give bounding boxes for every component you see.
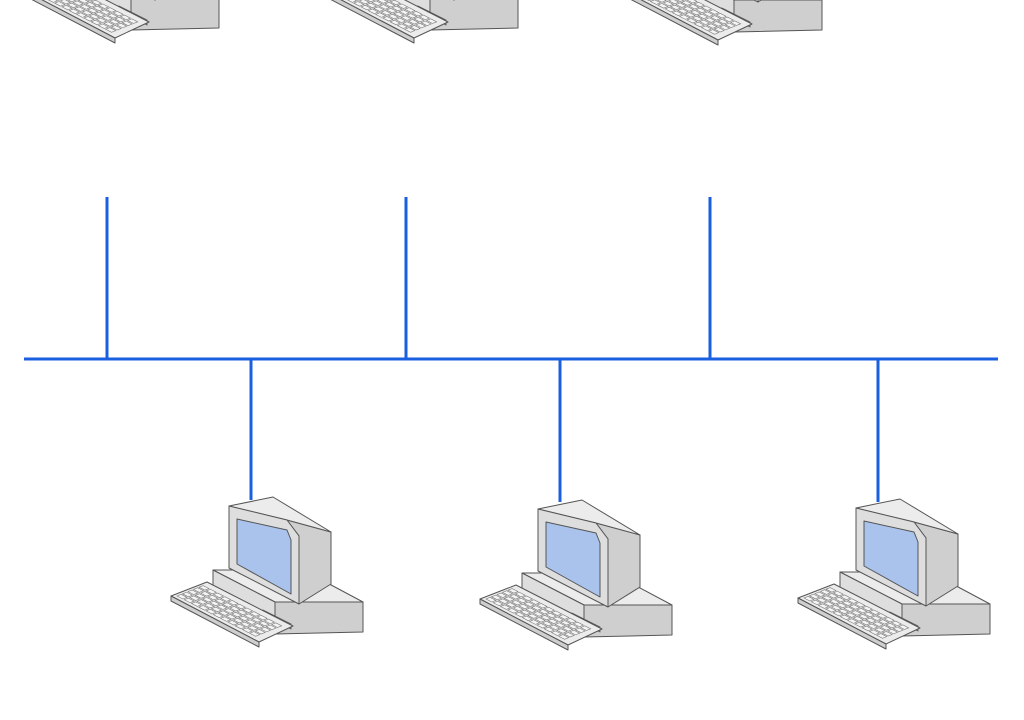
desktop-computer-icon[interactable] (629, 0, 823, 46)
desktop-computer-icon[interactable] (325, 0, 519, 44)
desktop-computer-icon[interactable] (26, 0, 220, 44)
desktop-computer-icon[interactable] (479, 499, 673, 651)
node-group (26, 0, 991, 651)
desktop-computer-icon[interactable] (170, 496, 364, 648)
desktop-computer-icon[interactable] (797, 498, 991, 650)
link-group (105, 197, 880, 502)
